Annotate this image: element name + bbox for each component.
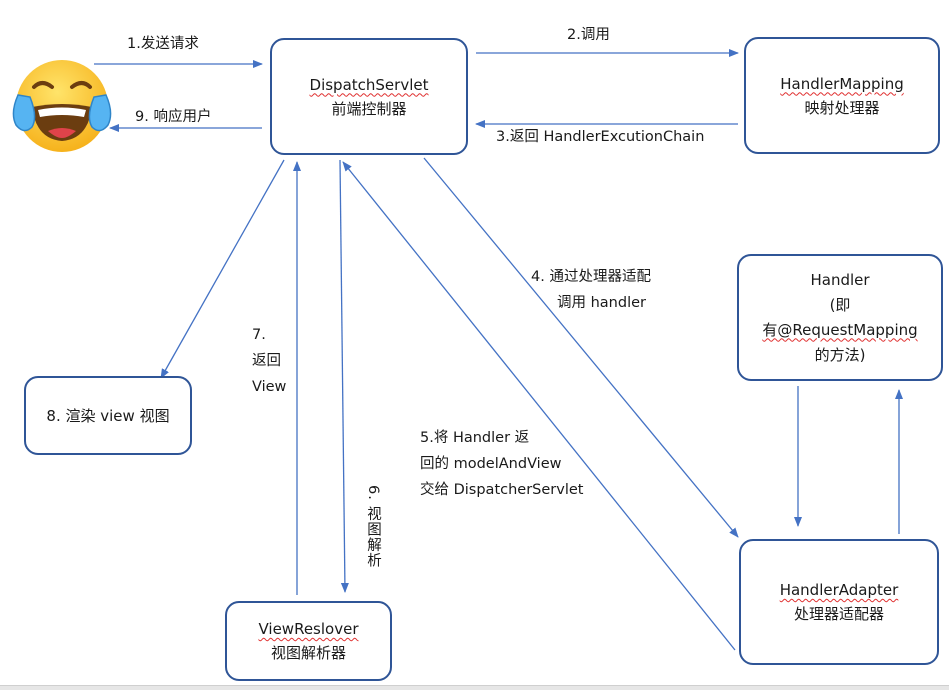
resolver-name: ViewReslover [258, 620, 359, 638]
handler-adapter-box: HandlerAdapter 处理器适配器 [739, 539, 939, 665]
step-1-label: 1.发送请求 [127, 36, 199, 52]
step-2-label: 2.调用 [567, 27, 610, 43]
adapter-desc: 处理器适配器 [793, 605, 884, 623]
step-9-label: 9. 响应用户 [135, 109, 212, 125]
handler-mapping-box: HandlerMapping 映射处理器 [744, 37, 940, 154]
step-3-label: 3.返回 HandlerExcutionChain [496, 129, 705, 145]
adapter-name: HandlerAdapter [779, 581, 899, 599]
step-4-label: 4. 通过处理器适配 调用 handler [531, 269, 651, 311]
step-5-label: 5.将 Handler 返 回的 modelAndView 交给 Dispatc… [420, 430, 584, 498]
arrow-4-call-adapter [423, 157, 739, 538]
mapping-desc: 映射处理器 [804, 98, 880, 117]
handler-desc-2: 有@RequestMapping [762, 320, 918, 339]
step-6-label: 6. 视图解析 [365, 485, 381, 569]
dispatcher-servlet-box: DispatchServlet 前端控制器 [270, 38, 468, 155]
step-7-label: 7. 返回 View [252, 327, 287, 395]
resolver-desc: 视图解析器 [270, 644, 346, 662]
dispatcher-name: DispatchServlet [309, 75, 429, 94]
laughing-crying-emoji-icon [12, 60, 112, 152]
page-bottom-edge [0, 685, 949, 690]
handler-box: Handler (即 有@RequestMapping 的方法) [737, 254, 943, 381]
handler-desc-1: (即 [829, 295, 851, 314]
arrow-5-return-mav [342, 161, 736, 651]
arrow-6-resolve-view [339, 159, 349, 593]
render-label: 8. 渲染 view 视图 [46, 406, 170, 425]
dispatcher-desc: 前端控制器 [331, 99, 407, 118]
arrow-8-render-view [160, 159, 285, 379]
handler-desc-3: 的方法) [814, 345, 866, 364]
mapping-name: HandlerMapping [780, 74, 904, 93]
handler-name: Handler [810, 270, 870, 289]
view-resolver-box: ViewReslover 视图解析器 [225, 601, 392, 681]
render-view-box: 8. 渲染 view 视图 [24, 376, 192, 455]
